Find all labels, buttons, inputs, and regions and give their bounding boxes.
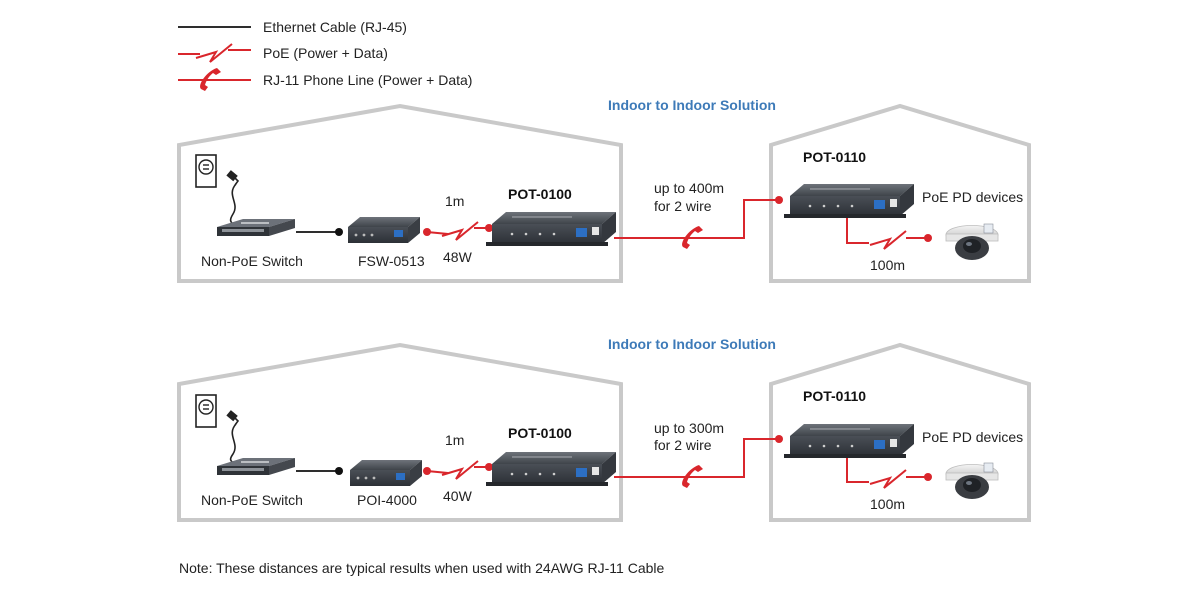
master-label: POT-0100 [508,186,572,202]
rj11-cable [614,438,778,478]
rj11-connector-dot [775,196,783,204]
pd-label: PoE PD devices [922,189,1023,205]
power-plug-icon [226,170,238,182]
rj11-connector-dot [775,435,783,443]
right-house-outline [769,103,1031,283]
poe-bolt-icon [441,460,479,480]
poe-bolt-icon [441,221,479,241]
poe-bolt-icon [869,469,907,489]
dome-camera-icon [945,223,999,261]
footnote: Note: These distances are typical result… [179,560,665,576]
slave-label: POT-0110 [803,388,866,404]
ethernet-connector-dot [335,467,343,475]
pd-poe-cable [846,218,869,244]
pd-label: PoE PD devices [922,429,1023,445]
switch-icon [216,218,296,237]
poe-connector-dot [485,463,493,471]
injector-label: FSW-0513 [358,253,425,269]
power-outlet-icon [195,394,217,428]
injector-icon [348,217,420,243]
distance-line-1: up to 400m [654,180,724,196]
poe-cable [426,231,449,235]
injector-icon [350,460,422,486]
poe-power: 40W [443,488,473,504]
pd-connector-dot [924,473,932,481]
master-converter-icon [485,451,617,487]
slave-converter-icon [783,423,915,459]
right-house-outline [769,342,1031,522]
power-outlet-icon [195,154,217,188]
pd-connector-dot [924,234,932,242]
solution-title: Indoor to Indoor Solution [608,97,776,113]
power-cord [229,415,240,465]
poe-cable [426,470,449,474]
rj11-phone-icon [178,68,251,91]
poe-power: 48W [443,249,473,265]
master-converter-icon [485,211,617,247]
distance-line-2: for 2 wire [654,437,712,453]
solution-title: Indoor to Indoor Solution [608,336,776,352]
slave-label: POT-0110 [803,149,866,165]
pd-length: 100m [870,257,905,273]
left-house-outline [177,342,623,522]
pd-length: 100m [870,496,905,512]
pd-poe-cable [846,458,869,483]
scenario-1: Indoor to Indoor Solution Non-PoE Switch… [177,97,1031,283]
poe-connector-dot [485,224,493,232]
switch-label: Non-PoE Switch [201,253,303,269]
left-house-outline [177,103,623,283]
ethernet-connector-dot [335,228,343,236]
legend-rj11: RJ-11 Phone Line (Power + Data) [263,72,472,88]
master-label: POT-0100 [508,425,572,441]
dome-camera-icon [945,462,999,500]
poe-bolt-icon [178,43,251,63]
slave-converter-icon [783,183,915,219]
injector-label: POI-4000 [357,492,417,508]
legend-poe: PoE (Power + Data) [263,45,388,61]
poe-bolt-icon [869,230,907,250]
poe-length: 1m [445,432,464,448]
legend: Ethernet Cable (RJ-45) PoE (Power + Data… [178,19,472,91]
switch-icon [216,457,296,476]
scenario-2: Indoor to Indoor Solution Non-PoE Switch… [177,336,1031,522]
power-plug-icon [226,410,238,422]
poe-length: 1m [445,193,464,209]
switch-label: Non-PoE Switch [201,492,303,508]
distance-line-2: for 2 wire [654,198,712,214]
rj11-cable [614,199,778,239]
legend-ethernet: Ethernet Cable (RJ-45) [263,19,407,35]
power-cord [229,175,240,227]
distance-line-1: up to 300m [654,420,724,436]
